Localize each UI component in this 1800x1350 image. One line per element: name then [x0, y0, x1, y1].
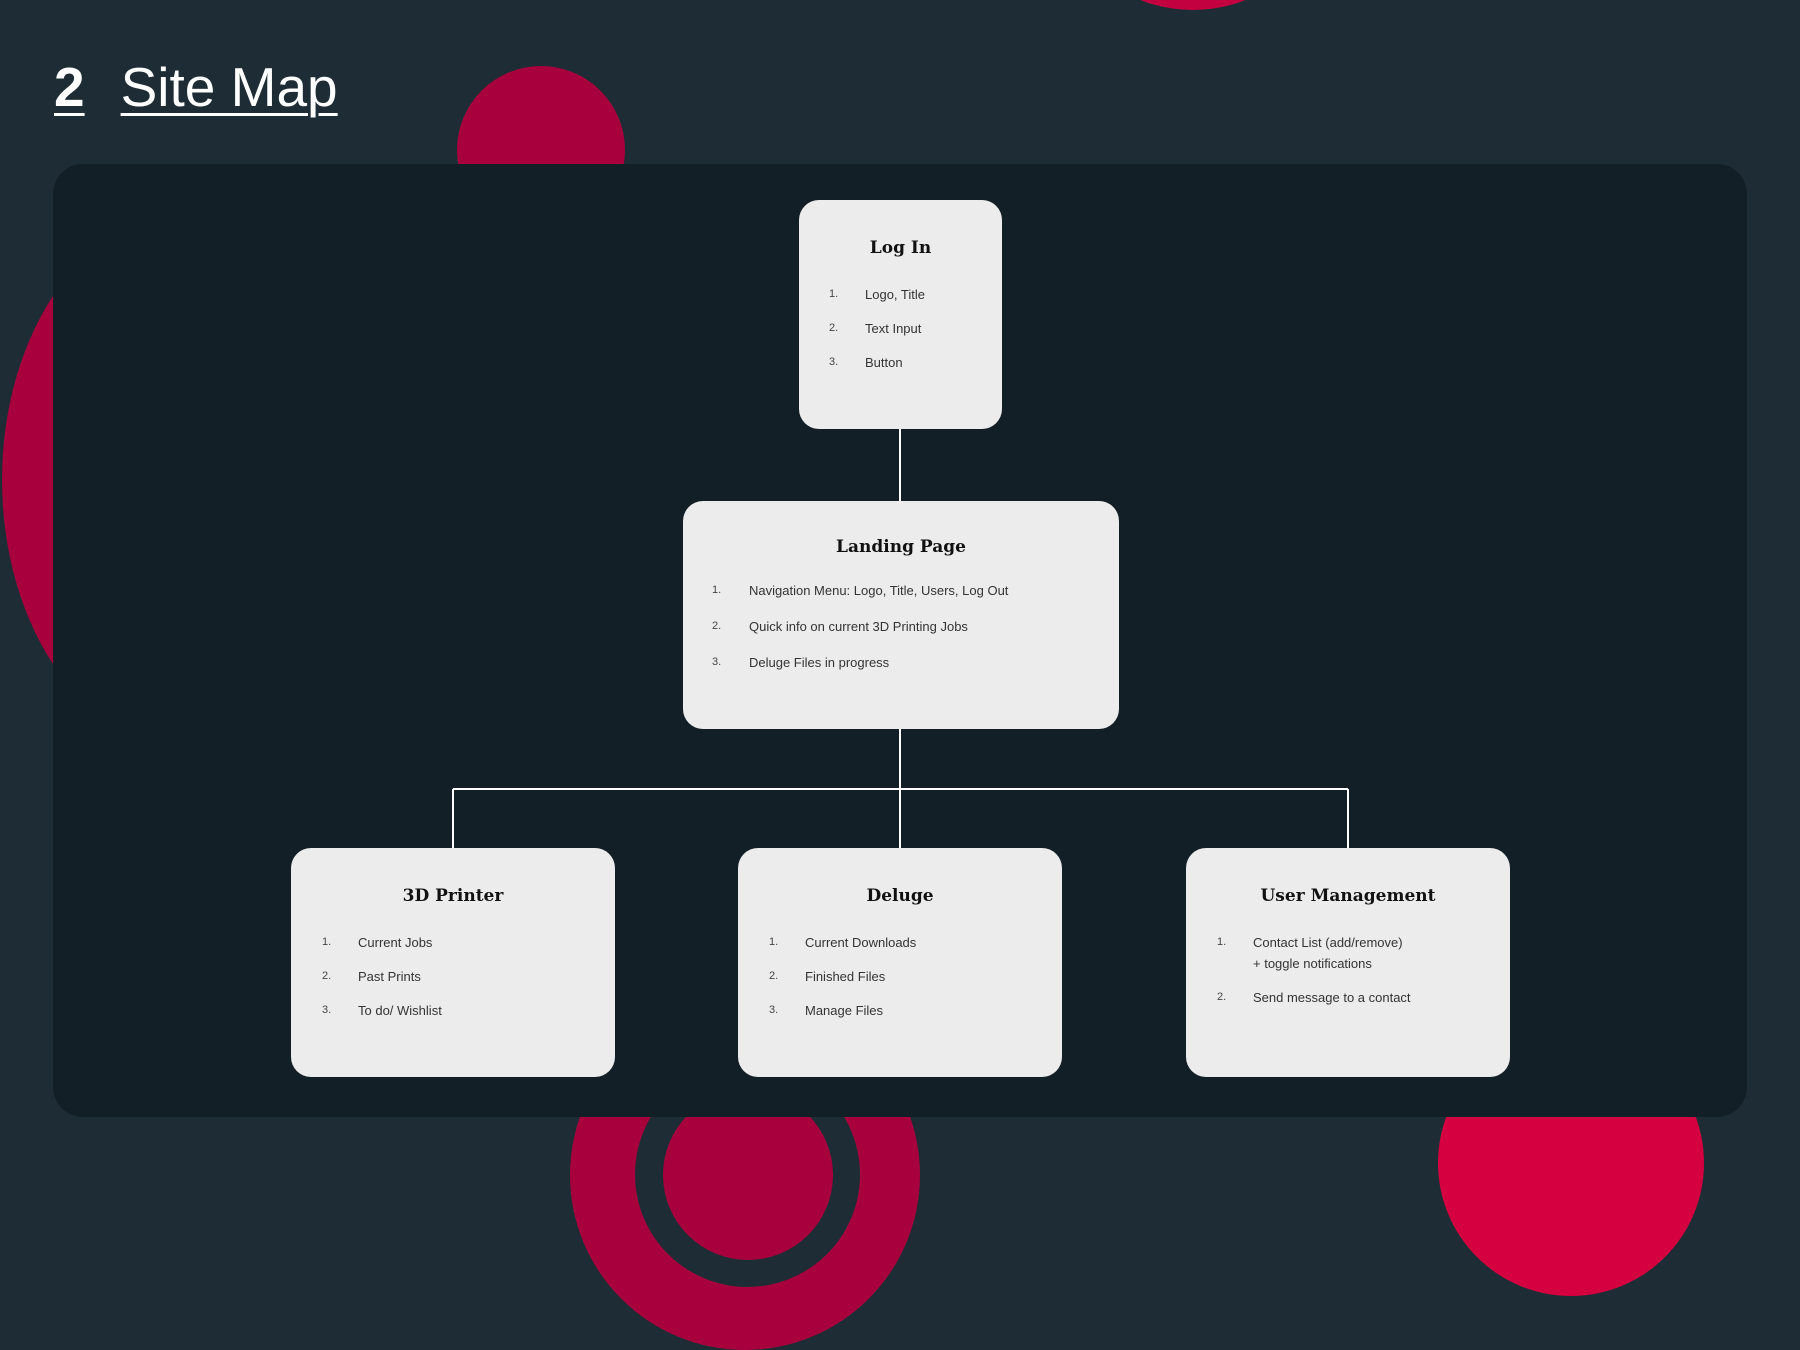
item-number: 3. [829, 356, 839, 368]
item-text: Logo, Title [865, 287, 925, 302]
item-number: 2. [1217, 991, 1227, 1003]
item-text: Send message to a contact [1253, 990, 1411, 1005]
item-text: Current Jobs [358, 935, 433, 950]
item-text: Text Input [865, 321, 922, 336]
list-item: 3. To do/ Wishlist [322, 1000, 615, 1021]
node-login: Log In 1. Logo, Title 2. Text Input 3. Butt… [799, 200, 1002, 429]
node-title: Log In [869, 238, 932, 258]
item-text: Navigation Menu: Logo, Title, Users, Log… [749, 583, 1009, 598]
item-text: Button [865, 355, 903, 370]
list-item: 2. Finished Files [769, 966, 1062, 987]
item-text: Current Downloads [805, 935, 917, 950]
section-title: Site Map [120, 56, 338, 118]
item-number: 1. [769, 936, 779, 948]
page-title: 2 Site Map [54, 54, 338, 120]
list-item: 2. Quick info on current 3D Printing Jobs [712, 616, 1119, 637]
list-item: 2. Text Input [829, 318, 1002, 339]
item-number: 1. [712, 584, 722, 596]
list-item: 1. Contact List (add/remove) + toggle not… [1217, 932, 1510, 974]
item-text: To do/ Wishlist [358, 1003, 442, 1018]
item-number: 2. [322, 970, 332, 982]
node-title: Landing Page [836, 537, 966, 557]
item-number: 2. [712, 620, 722, 632]
section-number: 2 [54, 56, 85, 118]
node-item-list: 1. Current Downloads 2. Finished Files 3. M… [738, 932, 1062, 1021]
node-landing-page: Landing Page 1. Navigation Menu: Logo, Ti… [683, 501, 1119, 729]
item-number: 3. [769, 1004, 779, 1016]
list-item: 3. Deluge Files in progress [712, 652, 1119, 673]
node-item-list: 1. Navigation Menu: Logo, Title, Users, L… [683, 580, 1119, 673]
item-number: 3. [712, 656, 722, 668]
item-text: Deluge Files in progress [749, 655, 890, 670]
item-text: Finished Files [805, 969, 886, 984]
list-item: 2. Send message to a contact [1217, 987, 1510, 1008]
node-title: Deluge [866, 886, 934, 906]
connector-lines [452, 429, 1349, 848]
item-number: 3. [322, 1004, 332, 1016]
list-item: 1. Logo, Title [829, 284, 1002, 305]
node-item-list: 1. Contact List (add/remove) + toggle not… [1186, 932, 1510, 1008]
node-3d-printer: 3D Printer 1. Current Jobs 2. Past Prints … [291, 848, 615, 1077]
item-number: 1. [322, 936, 332, 948]
list-item: 3. Manage Files [769, 1000, 1062, 1021]
node-user-management: User Management 1. Contact List (add/remo… [1186, 848, 1510, 1077]
list-item: 2. Past Prints [322, 966, 615, 987]
item-number: 1. [829, 288, 839, 300]
item-number: 1. [1217, 936, 1227, 948]
list-item: 1. Navigation Menu: Logo, Title, Users, L… [712, 580, 1119, 601]
node-title: 3D Printer [402, 886, 504, 906]
node-item-list: 1. Current Jobs 2. Past Prints 3. To do/ Wi… [291, 932, 615, 1021]
node-deluge: Deluge 1. Current Downloads 2. Finished Fi… [738, 848, 1062, 1077]
item-text: Past Prints [358, 969, 421, 984]
node-title: User Management [1260, 886, 1436, 906]
list-item: 1. Current Jobs [322, 932, 615, 953]
item-text: Manage Files [805, 1003, 884, 1018]
item-number: 2. [769, 970, 779, 982]
item-text: Contact List (add/remove) + toggle notif… [1253, 935, 1403, 971]
item-number: 2. [829, 322, 839, 334]
node-item-list: 1. Logo, Title 2. Text Input 3. Button [799, 284, 1002, 373]
decorative-circle [1088, 0, 1298, 10]
list-item: 1. Current Downloads [769, 932, 1062, 953]
item-text: Quick info on current 3D Printing Jobs [749, 619, 968, 634]
list-item: 3. Button [829, 352, 1002, 373]
